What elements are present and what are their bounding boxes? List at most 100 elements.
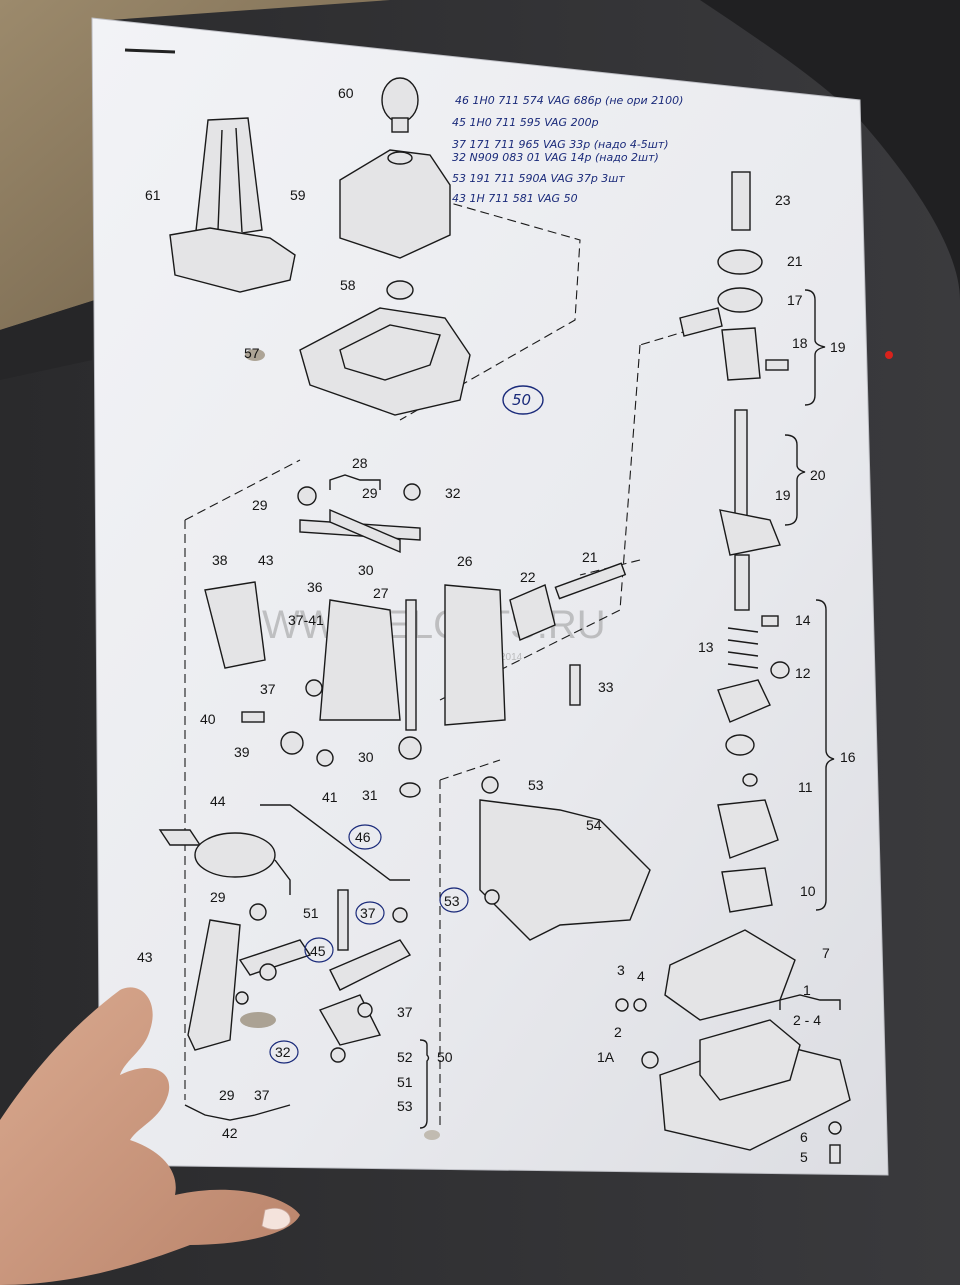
label-4: 4: [637, 968, 645, 984]
label-21: 21: [787, 253, 803, 269]
label-23: 23: [775, 192, 791, 208]
label-51: 51: [303, 905, 319, 921]
door-panel-curve: [700, 0, 960, 300]
label-37b: 37: [360, 905, 376, 921]
label-18: 18: [792, 335, 808, 351]
label-1a: 1A: [597, 1049, 615, 1065]
label-3: 3: [617, 962, 625, 978]
label-21b: 21: [582, 549, 598, 565]
label-37: 37: [260, 681, 276, 697]
label-32b: 32: [275, 1044, 291, 1060]
label-33: 33: [598, 679, 614, 695]
label-6: 6: [800, 1129, 808, 1145]
circle-53: [439, 887, 469, 913]
thumbnail: [261, 1207, 291, 1230]
label-32: 32: [445, 485, 461, 501]
label-51b: 51: [397, 1074, 413, 1090]
label-60: 60: [338, 85, 354, 101]
note-line-2: 45 1H0 711 595 VAG 200р: [452, 116, 599, 129]
red-indicator-light: [885, 351, 893, 359]
label-50: 50: [437, 1049, 453, 1065]
circle-46: [348, 824, 382, 850]
label-37d: 37: [254, 1087, 270, 1103]
label-5: 5: [800, 1149, 808, 1165]
watermark-sub: 2014: [500, 652, 523, 663]
console-57: [299, 307, 471, 416]
circle-32: [269, 1040, 299, 1064]
label-17: 17: [787, 292, 803, 308]
note-circle-50-text: 50: [512, 391, 531, 409]
note-line-3: 37 171 711 965 VAG 33р (надо 4-5шт): [452, 138, 669, 151]
label-7: 7: [822, 945, 830, 961]
note-line-6: 43 1H 711 581 VAG 50: [452, 192, 578, 205]
label-29c: 29: [210, 889, 226, 905]
left-hand: [0, 987, 300, 1285]
label-20: 20: [810, 467, 826, 483]
note-circle-50: [502, 385, 544, 415]
note-line-1: 46 1H0 711 574 VAG 686р (не ори 2100): [455, 94, 683, 107]
label-29d: 29: [219, 1087, 235, 1103]
label-16: 16: [840, 749, 856, 765]
shaft-assembly: [679, 171, 790, 913]
note-line-4: 32 N909 083 01 VAG 14р (надо 2шт): [452, 151, 659, 164]
label-39: 39: [234, 744, 250, 760]
label-2-4: 2 - 4: [793, 1012, 821, 1028]
shift-knob-60: [381, 77, 419, 133]
label-43: 43: [258, 552, 274, 568]
label-11: 11: [798, 779, 813, 795]
label-53b: 53: [444, 893, 460, 909]
label-36: 36: [307, 579, 323, 595]
label-12: 12: [795, 665, 811, 681]
label-19: 19: [830, 339, 846, 355]
label-2: 2: [614, 1024, 622, 1040]
holding-hands: [0, 540, 300, 1285]
label-61: 61: [145, 187, 161, 203]
label-57: 57: [244, 345, 260, 361]
grouping-brackets: [184, 289, 841, 1129]
label-41: 41: [322, 789, 338, 805]
label-59: 59: [290, 187, 306, 203]
label-19b: 19: [775, 487, 791, 503]
shift-boot-61: [169, 117, 296, 293]
label-45: 45: [310, 943, 326, 959]
housing-base: [615, 929, 851, 1164]
label-38: 38: [212, 552, 228, 568]
label-29: 29: [252, 497, 268, 513]
label-1: 1: [803, 982, 811, 998]
handwritten-notes: 46 1H0 711 574 VAG 686р (не ори 2100) 45…: [452, 94, 683, 415]
margin-dash: [124, 48, 176, 54]
circle-45: [304, 937, 334, 963]
label-37c: 37: [397, 1004, 413, 1020]
label-13: 13: [698, 639, 714, 655]
label-40: 40: [200, 711, 216, 727]
linkage-levers: [158, 483, 651, 1063]
grease-stains: [240, 349, 440, 1140]
label-46: 46: [355, 829, 371, 845]
label-26: 26: [457, 553, 473, 569]
label-54: 54: [586, 817, 602, 833]
right-finger: [0, 540, 24, 720]
shift-boot-59: [339, 149, 451, 259]
label-10: 10: [800, 883, 816, 899]
label-37-41: 37-41: [288, 612, 324, 628]
label-58: 58: [340, 277, 356, 293]
note-line-5: 53 191 711 590A VAG 37р 3шт: [452, 172, 625, 185]
label-27: 27: [373, 585, 389, 601]
label-30: 30: [358, 562, 374, 578]
label-53c: 53: [397, 1098, 413, 1114]
label-30b: 30: [358, 749, 374, 765]
label-22: 22: [520, 569, 536, 585]
circle-37: [355, 901, 385, 925]
label-52: 52: [397, 1049, 413, 1065]
part-labels: 60 61 59 58 57 23 21 17 18 19 20 19 28 2…: [137, 85, 856, 1165]
label-53: 53: [528, 777, 544, 793]
label-44: 44: [210, 793, 226, 809]
label-29b: 29: [362, 485, 378, 501]
label-28: 28: [352, 455, 368, 471]
window-frame: [0, 300, 95, 380]
label-14: 14: [795, 612, 811, 628]
label-43b: 43: [137, 949, 153, 965]
label-42: 42: [222, 1125, 238, 1141]
label-31: 31: [362, 787, 378, 803]
